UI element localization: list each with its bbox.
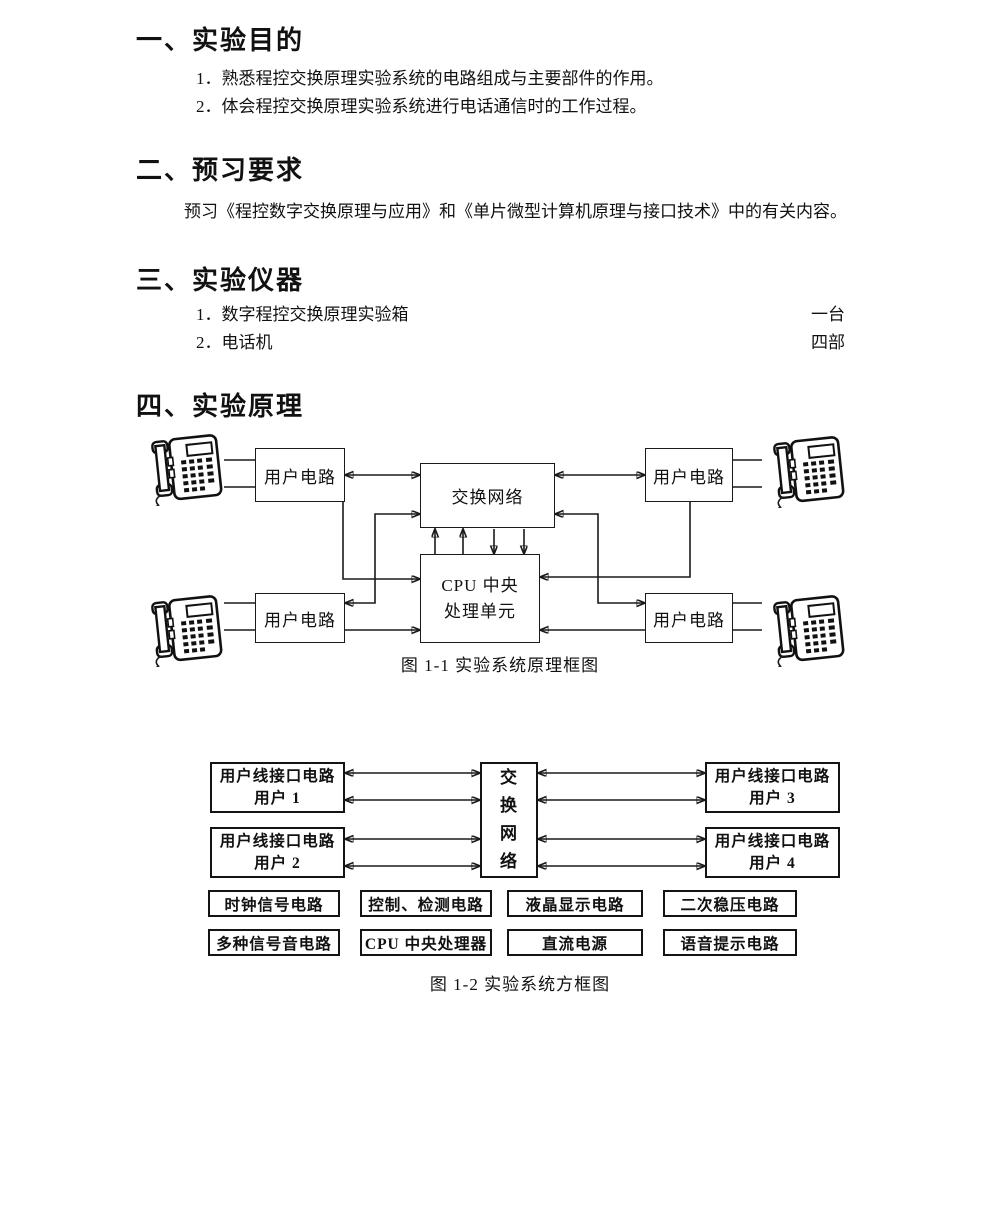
switch-network-box: 交换网络	[420, 463, 555, 528]
subscriber-line-box-user2: 用户线接口电路 用户 2	[210, 827, 345, 878]
subscriber-line-box-user4: 用户线接口电路 用户 4	[705, 827, 840, 878]
equipment-row: 1．数字程控交换原理实验箱 一台	[196, 300, 845, 325]
subscriber-line-box-user1: 用户线接口电路 用户 1	[210, 762, 345, 813]
telephone-icon	[148, 434, 226, 506]
section-heading-1: 一、实验目的	[136, 25, 305, 55]
equipment-row: 2．电话机 四部	[196, 328, 845, 353]
equipment-name: 1．数字程控交换原理实验箱	[196, 305, 409, 324]
cpu-label-line2: 处理单元	[444, 601, 516, 621]
box-label: 络	[500, 852, 518, 871]
section-heading-4: 四、实验原理	[136, 391, 305, 421]
section-heading-3: 三、实验仪器	[136, 265, 305, 295]
user-circuit-box-top-left: 用户电路	[255, 448, 345, 502]
purpose-item-2: 2．体会程控交换原理实验系统进行电话通信时的工作过程。	[196, 97, 647, 116]
cpu-processor-box: CPU 中央处理器	[360, 929, 492, 956]
section-heading-2: 二、预习要求	[136, 155, 305, 185]
box-label: 用户线接口电路	[714, 832, 831, 850]
box-label: 用户线接口电路	[219, 832, 336, 850]
box-label: 用户 3	[749, 789, 796, 807]
figure-1-1-wires	[224, 459, 762, 672]
secondary-regulator-box: 二次稳压电路	[663, 890, 797, 917]
box-label: 用户 2	[254, 854, 301, 872]
cpu-label-line1: CPU 中央	[441, 575, 519, 595]
dc-power-box: 直流电源	[507, 929, 643, 956]
cpu-box: CPU 中央 处理单元	[420, 554, 540, 643]
subscriber-line-box-user3: 用户线接口电路 用户 3	[705, 762, 840, 813]
box-label: 交	[500, 768, 518, 787]
figure-1-2-caption: 图 1-2 实验系统方框图	[429, 975, 611, 994]
box-label: 网	[500, 824, 518, 843]
figure-1-1-caption: 图 1-1 实验系统原理框图	[400, 656, 600, 675]
figure-1-1-diagram: 用户电路 用户电路 用户电路 用户电路 交换网络 CPU 中央 处理单元	[140, 432, 860, 672]
voice-prompt-box: 语音提示电路	[663, 929, 797, 956]
box-label: 用户线接口电路	[219, 767, 336, 785]
preview-paragraph: 预习《程控数字交换原理与应用》和《单片微型计算机原理与接口技术》中的有关内容。	[184, 202, 847, 221]
box-label: 用户 4	[749, 854, 796, 872]
box-label: 换	[500, 796, 518, 815]
user-circuit-box-bottom-left: 用户电路	[255, 593, 345, 643]
equipment-name: 2．电话机	[196, 333, 273, 352]
equipment-qty: 四部	[811, 333, 845, 352]
figure-1-2-wires	[190, 755, 850, 965]
equipment-qty: 一台	[811, 305, 845, 324]
user-circuit-box-top-right: 用户电路	[645, 448, 733, 502]
box-label: 用户 1	[254, 789, 301, 807]
figure-1-2-diagram: 用户线接口电路 用户 1 用户线接口电路 用户 2 用户线接口电路 用户 3 用…	[190, 755, 850, 965]
user-circuit-box-bottom-right: 用户电路	[645, 593, 733, 643]
purpose-item-1: 1．熟悉程控交换原理实验系统的电路组成与主要部件的作用。	[196, 69, 664, 88]
control-detect-box: 控制、检测电路	[360, 890, 492, 917]
box-label: 用户线接口电路	[714, 767, 831, 785]
lcd-display-box: 液晶显示电路	[507, 890, 643, 917]
signal-tones-box: 多种信号音电路	[208, 929, 340, 956]
clock-signal-box: 时钟信号电路	[208, 890, 340, 917]
telephone-icon	[770, 436, 848, 508]
switch-network-vertical-box: 交 换 网 络	[480, 762, 538, 878]
